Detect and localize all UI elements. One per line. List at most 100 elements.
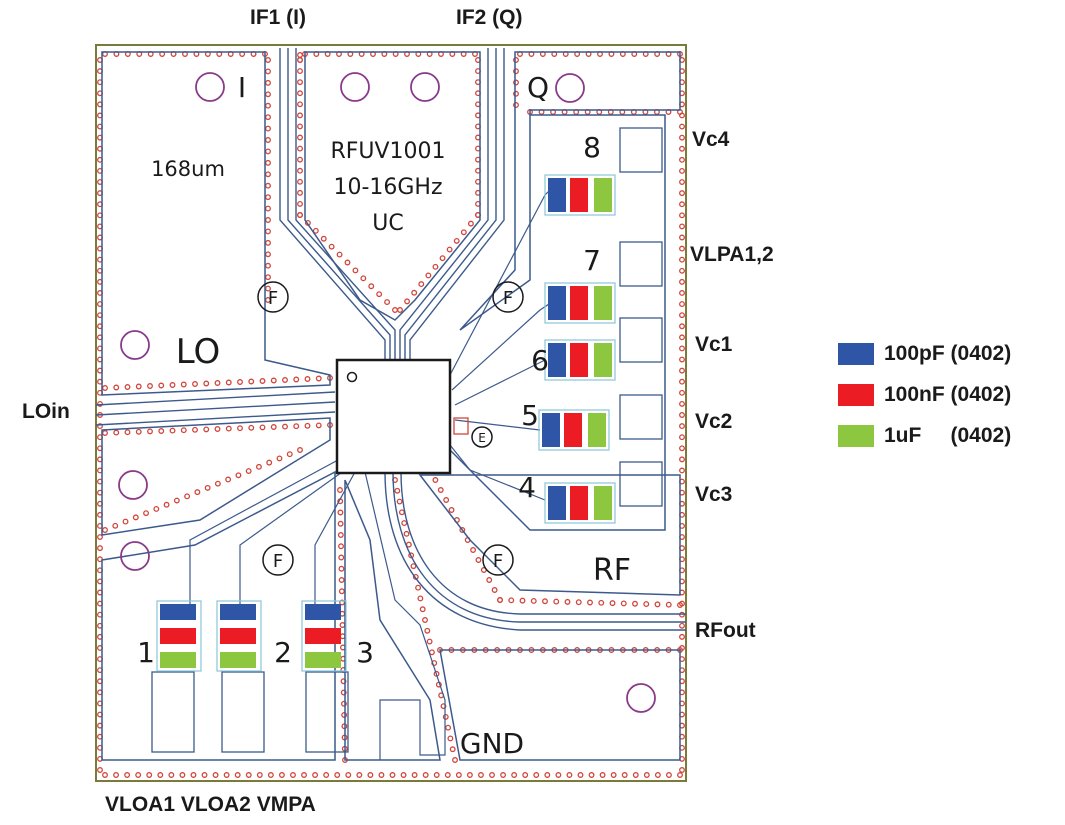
cap-100nf — [570, 486, 588, 520]
via — [443, 497, 450, 503]
via — [426, 638, 433, 645]
via — [396, 498, 403, 505]
via — [315, 422, 322, 429]
via — [508, 597, 515, 604]
via — [621, 772, 628, 778]
via — [169, 427, 176, 434]
frequency-range: 10-16GHz — [333, 175, 442, 200]
via — [341, 712, 348, 718]
via — [677, 602, 683, 608]
q-port-label: Q — [527, 71, 549, 104]
via — [448, 507, 455, 513]
via — [439, 255, 446, 262]
via — [643, 601, 650, 608]
via — [679, 301, 685, 308]
e-pad — [453, 417, 469, 435]
via — [266, 459, 273, 466]
cap-group-number: 2 — [274, 636, 292, 669]
cap-1uf — [594, 486, 612, 520]
via — [304, 422, 311, 429]
via — [367, 772, 374, 778]
cap-100nf — [570, 178, 588, 212]
via — [433, 772, 440, 778]
via — [679, 423, 685, 430]
via — [411, 289, 418, 296]
via — [135, 383, 142, 390]
via — [338, 577, 345, 583]
via — [679, 434, 685, 441]
via — [368, 283, 375, 290]
via — [491, 587, 498, 593]
cap-100pf — [220, 604, 256, 620]
via — [124, 384, 131, 390]
via — [405, 541, 412, 548]
cap-1uf — [594, 178, 612, 212]
via — [422, 772, 429, 778]
via — [620, 600, 627, 607]
via — [163, 501, 170, 508]
via-rows — [97, 51, 685, 778]
cap-pad-outline — [216, 600, 262, 672]
via — [97, 767, 103, 773]
via — [410, 563, 417, 570]
via — [124, 772, 131, 778]
cap-100pf — [305, 604, 341, 620]
via — [440, 703, 447, 710]
cap-pad-outline — [156, 600, 202, 672]
via — [513, 79, 519, 86]
via — [259, 424, 266, 431]
via — [223, 772, 230, 778]
via — [276, 455, 283, 462]
via — [340, 678, 347, 685]
via — [124, 429, 131, 436]
via — [147, 428, 153, 435]
via — [270, 424, 277, 430]
via — [679, 389, 685, 396]
capacitor-group — [216, 600, 262, 672]
via — [587, 599, 593, 606]
via — [297, 145, 303, 152]
via — [337, 509, 344, 516]
via — [180, 427, 187, 434]
cap-pad-outline — [544, 282, 616, 324]
legend-item: 1uF (0402) — [838, 424, 1011, 448]
via — [147, 383, 153, 389]
via — [135, 428, 142, 435]
via — [679, 767, 685, 773]
via — [345, 772, 352, 778]
via — [214, 426, 221, 432]
via — [113, 429, 120, 436]
via — [679, 245, 685, 252]
via — [194, 489, 201, 496]
via — [475, 557, 482, 563]
via — [328, 243, 335, 250]
via — [599, 772, 606, 778]
via — [679, 145, 685, 152]
via — [337, 520, 344, 527]
via — [256, 772, 263, 778]
via — [384, 299, 391, 306]
via — [320, 235, 327, 242]
vc2-label: Vc2 — [695, 410, 733, 433]
via — [679, 267, 685, 274]
via — [201, 772, 208, 778]
via — [297, 156, 303, 163]
legend-label: 100pF (0402) — [884, 342, 1012, 365]
via — [297, 212, 303, 218]
via — [679, 234, 685, 241]
cap-100nf — [570, 343, 588, 377]
via — [255, 463, 262, 470]
via — [417, 595, 424, 602]
cap-pad-outline — [544, 174, 616, 216]
via — [122, 518, 129, 525]
via — [389, 772, 396, 778]
via — [112, 522, 119, 529]
via — [293, 423, 300, 430]
via — [113, 772, 120, 778]
via — [135, 772, 142, 778]
via — [203, 426, 210, 433]
via — [297, 90, 303, 97]
cap-group-number: 5 — [521, 399, 539, 432]
via — [679, 412, 685, 418]
